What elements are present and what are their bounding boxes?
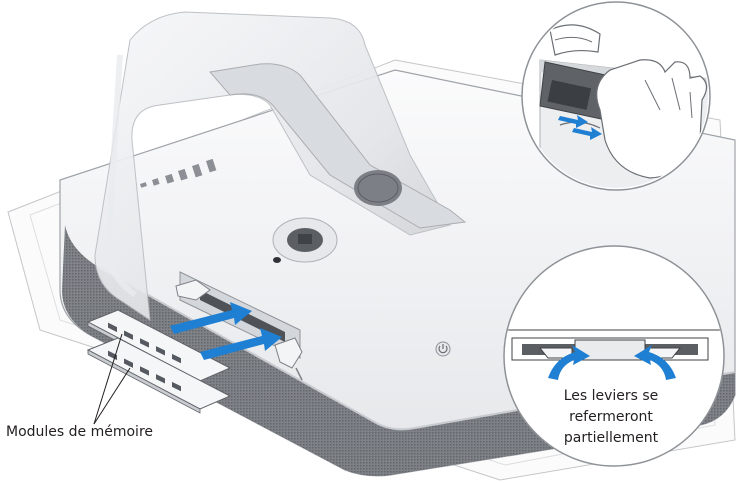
bottom-edge-light (99, 267, 736, 431)
levers-label-line-3: partiellement (563, 430, 659, 446)
label-leader-lines (93, 333, 131, 425)
stand-back (94, 11, 451, 322)
lever-right (274, 337, 303, 369)
stand-edge (104, 54, 137, 298)
stand-socket-inner (298, 234, 312, 244)
lever-left (175, 279, 211, 301)
rear-vent-slots (140, 158, 217, 188)
callout-levers (503, 245, 725, 467)
power-icon (435, 341, 451, 357)
memory-module-icon-2 (86, 337, 232, 414)
speaker-ring (357, 173, 399, 203)
levers-label: Les leviers se refermeront partiellement (555, 386, 667, 449)
lever-stem (295, 367, 303, 381)
levers-label-line-2: refermeront (569, 409, 653, 425)
small-hole (273, 257, 281, 263)
arrow-icon (170, 302, 282, 360)
levers-label-line-1: Les leviers se (563, 388, 659, 404)
speaker-grille (354, 170, 402, 206)
memory-modules-label: Modules de mémoire (6, 424, 154, 440)
